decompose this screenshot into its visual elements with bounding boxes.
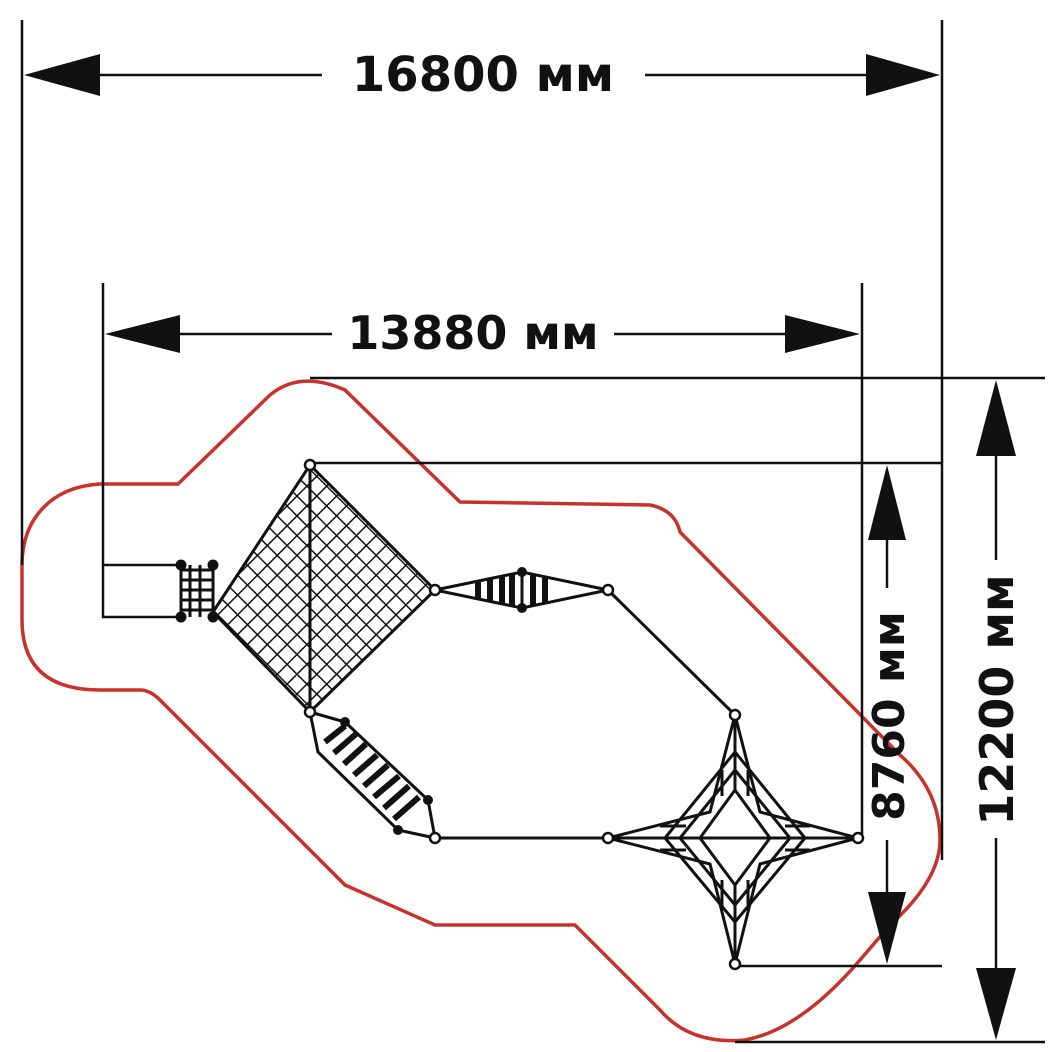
climbing-net-diamond [211,462,438,715]
rope-bridge-upper [434,567,609,613]
arrowhead-right [785,315,860,353]
entry-platform [101,563,183,619]
dimension-label-frame-depth: 8760 мм [864,611,915,821]
rope-connections [435,588,858,840]
dimension-overall-width: 16800 мм [24,47,940,103]
star-net [607,714,864,965]
dimension-label-frame-width: 13880 мм [347,306,598,360]
dimension-frame-width: 13880 мм [105,306,860,360]
arrowhead-down [976,968,1016,1040]
entry-ladder [175,559,219,623]
safety-zone-outline [20,379,942,1043]
dimension-label-overall-width: 16800 мм [352,47,614,103]
post-nodes [303,458,865,971]
dimension-frame-depth: 8760 мм [864,465,915,964]
arrowhead-down [868,892,906,964]
arrowhead-left [24,54,100,96]
arrowhead-up [868,465,906,540]
rope-bridge-diagonal [308,709,437,840]
extension-lines [20,20,1045,1044]
arrowhead-left [105,315,180,353]
arrowhead-right [866,54,940,96]
dimension-label-overall-depth: 12200 мм [970,574,1024,825]
arrowhead-up [976,380,1016,456]
dimension-overall-depth: 12200 мм [970,380,1024,1040]
